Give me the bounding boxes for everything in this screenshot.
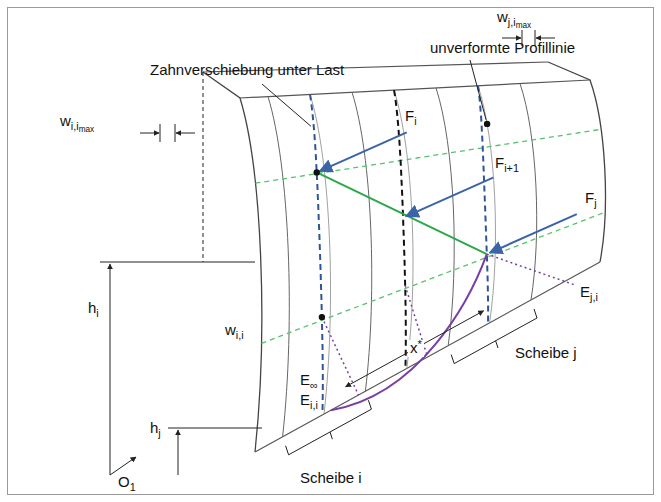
tooth-tip-edge bbox=[240, 80, 590, 98]
label: E∞ bbox=[300, 372, 318, 389]
stiffness-dotted bbox=[405, 286, 427, 357]
dimension-arrow bbox=[140, 133, 159, 134]
dimension-arrow bbox=[502, 38, 521, 39]
dimension-arrow bbox=[536, 38, 555, 39]
reference-line bbox=[203, 72, 204, 262]
force-arrow bbox=[406, 178, 493, 217]
slice-boundary bbox=[268, 97, 289, 437]
height-arrow bbox=[110, 264, 111, 475]
slice-boundary bbox=[352, 92, 372, 391]
deformed-profile-i bbox=[310, 94, 323, 414]
undeformed-profile-line bbox=[478, 86, 495, 323]
tooth-back-profile bbox=[548, 62, 605, 262]
dimension-tick bbox=[160, 124, 161, 142]
height-arrow bbox=[178, 430, 179, 475]
contact-line bbox=[255, 129, 601, 183]
tooth-root-edge bbox=[255, 262, 600, 452]
undeformed-profile-line bbox=[394, 90, 413, 368]
label: hi bbox=[88, 300, 99, 317]
label: Fj bbox=[585, 190, 597, 207]
load-line bbox=[317, 172, 487, 254]
force-arrow bbox=[490, 214, 577, 253]
label: hj bbox=[150, 420, 161, 437]
leader-line bbox=[470, 60, 486, 120]
height-line bbox=[100, 262, 255, 263]
point-dot bbox=[319, 314, 325, 320]
stiffness-dotted bbox=[322, 317, 359, 395]
label: Scheibe i bbox=[300, 470, 362, 487]
axis-arrow bbox=[110, 457, 136, 475]
dimension-arrow bbox=[176, 133, 195, 134]
label: Ej,i bbox=[580, 284, 598, 301]
label: unverformte Profillinie bbox=[430, 40, 575, 57]
dimension-tick bbox=[175, 124, 176, 142]
slice-bracket bbox=[286, 400, 372, 455]
point-dot bbox=[314, 169, 320, 175]
leader-line bbox=[262, 84, 311, 126]
label: wi,i bbox=[225, 322, 244, 339]
point-dot bbox=[484, 121, 490, 127]
label: Fi bbox=[405, 108, 417, 125]
slice-boundary bbox=[520, 84, 537, 300]
contact-line bbox=[262, 212, 606, 343]
slice-boundary bbox=[436, 88, 454, 346]
deformed-profile-mid bbox=[394, 90, 406, 368]
force-arrow bbox=[320, 132, 407, 171]
label: x* bbox=[408, 340, 424, 357]
label: Ei,i bbox=[300, 392, 318, 409]
label: Scheibe j bbox=[515, 345, 577, 362]
label: Fi+1 bbox=[495, 155, 519, 172]
stiffness-dotted bbox=[487, 254, 575, 285]
label: O1 bbox=[118, 474, 136, 491]
dimension-line bbox=[346, 311, 484, 387]
label: wj,imax bbox=[497, 9, 531, 26]
height-line bbox=[168, 428, 262, 429]
undeformed-profile-line bbox=[310, 94, 331, 414]
frame bbox=[8, 8, 654, 495]
label: Zahnverschiebung unter Last bbox=[150, 62, 344, 79]
label: wi,imax bbox=[60, 113, 94, 130]
